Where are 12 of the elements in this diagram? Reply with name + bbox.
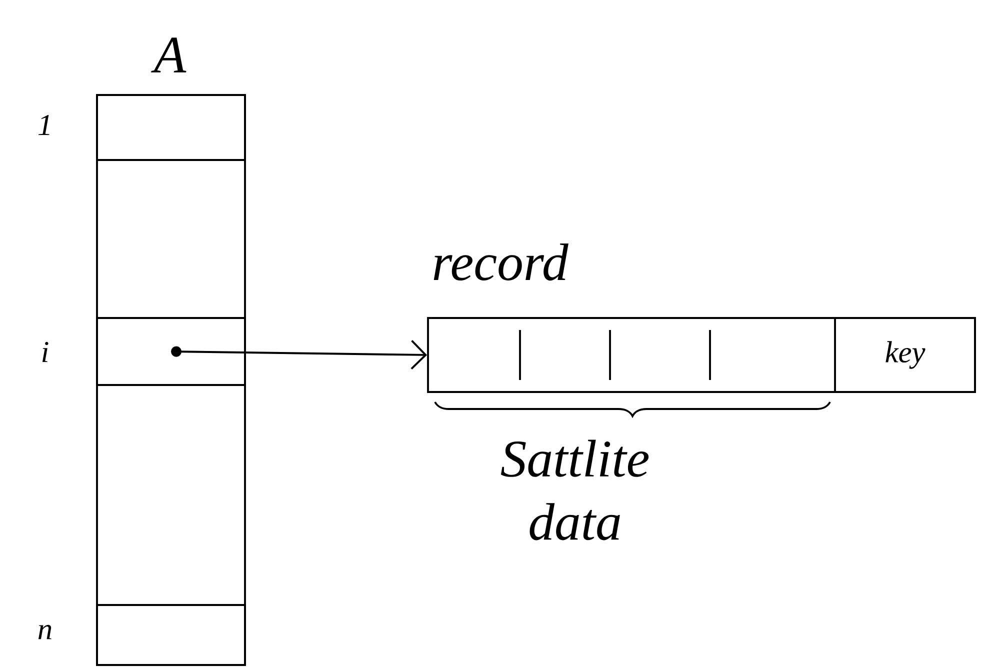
key-field: key <box>834 317 976 393</box>
array-cell <box>96 317 246 386</box>
array-cell <box>96 604 246 666</box>
node-label: record <box>434 243 568 281</box>
brace-label: Sattlite data <box>500 440 649 540</box>
index-label: 1 <box>38 114 50 136</box>
node-label: A <box>151 38 186 72</box>
arrow <box>171 340 428 370</box>
index-label: n <box>38 624 52 640</box>
array-cell <box>96 94 246 161</box>
index-label: i <box>42 342 48 362</box>
array-drawing: A <box>96 38 246 666</box>
